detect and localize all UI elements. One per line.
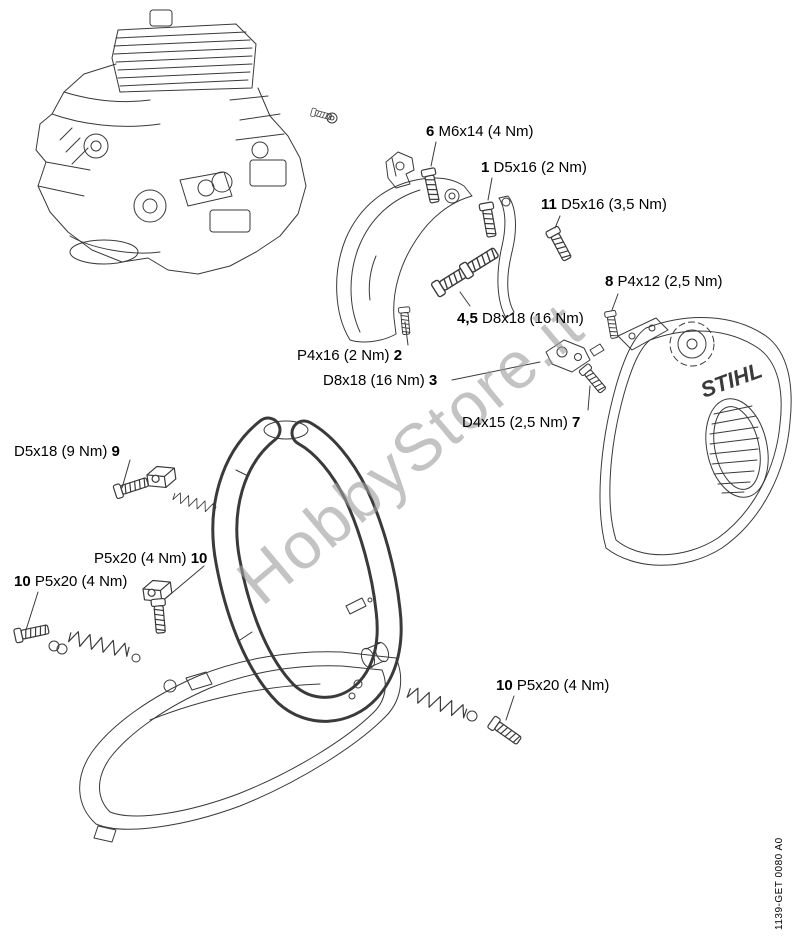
part-label-10a: P5x20 (4 Nm) 10 <box>94 550 207 568</box>
part-spec: P4x12 (2,5 Nm) <box>617 273 723 290</box>
part-label-9: D5x18 (9 Nm) 9 <box>14 443 120 461</box>
part-spec: D5x16 (3,5 Nm) <box>561 196 667 213</box>
part-number: 10 <box>190 550 208 567</box>
part-number: 10 <box>496 677 513 694</box>
part-label-11: 11 D5x16 (3,5 Nm) <box>541 196 667 214</box>
part-number: 7 <box>572 414 581 431</box>
part-number: 3 <box>428 372 438 389</box>
sprocket-cover-drawing: STIHL <box>599 317 792 566</box>
buffer-set-10b-drawing <box>12 621 141 663</box>
engine-assembly-drawing <box>35 9 338 275</box>
part-spec: D8x18 (16 Nm) <box>482 310 584 327</box>
hand-guard-drawing <box>336 177 473 343</box>
part-spec: P5x20 (4 Nm) <box>34 573 128 590</box>
part-number: 10 <box>14 573 31 590</box>
part-spec: M6x14 (4 Nm) <box>438 123 534 140</box>
buffer-set-10a-drawing <box>141 577 174 635</box>
part-label-7: D4x15 (2,5 Nm) 7 <box>462 414 580 432</box>
lever-assembly-drawing <box>545 339 605 373</box>
part-number: 9 <box>111 443 120 460</box>
part-label-10b: 10 P5x20 (4 Nm) <box>14 573 127 591</box>
buffer-set-10c-drawing <box>405 685 524 748</box>
document-number: 1139-GET 0080 A0 <box>774 837 785 930</box>
part-label-3: D8x18 (16 Nm) 3 <box>323 372 437 390</box>
part-spec: P4x16 (2 Nm) <box>297 347 390 364</box>
part-number: 6 <box>426 123 435 140</box>
part-label-4-5: 4,5 D8x18 (16 Nm) <box>457 310 584 328</box>
part-number: 2 <box>393 347 403 364</box>
part-number: 8 <box>605 273 614 290</box>
leader-lines <box>25 141 619 721</box>
part-spec: D5x16 (2 Nm) <box>493 159 587 176</box>
part-spec: D8x18 (16 Nm) <box>323 372 425 389</box>
part-label-1: 1 D5x16 (2 Nm) <box>481 159 587 177</box>
bracket-drawing <box>385 151 415 189</box>
chain-catcher-drawing <box>497 195 516 319</box>
part-label-8: 8 P4x12 (2,5 Nm) <box>605 273 723 291</box>
buffer-set-9-drawing <box>112 463 218 515</box>
part-number: 4,5 <box>457 310 478 327</box>
handlebar-drawing <box>211 416 403 723</box>
plate-drawing <box>617 317 669 351</box>
part-label-6: 6 M6x14 (4 Nm) <box>426 123 534 141</box>
part-label-2: P4x16 (2 Nm) 2 <box>297 347 402 365</box>
part-spec: P5x20 (4 Nm) <box>94 550 187 567</box>
part-spec: P5x20 (4 Nm) <box>516 677 610 694</box>
part-number: 11 <box>541 196 557 213</box>
rear-housing-drawing <box>79 651 402 843</box>
part-spec: D5x18 (9 Nm) <box>14 443 108 460</box>
part-label-10c: 10 P5x20 (4 Nm) <box>496 677 609 695</box>
stihl-logo: STIHL <box>697 357 765 402</box>
part-spec: D4x15 (2,5 Nm) <box>462 414 568 431</box>
part-number: 1 <box>481 159 490 176</box>
